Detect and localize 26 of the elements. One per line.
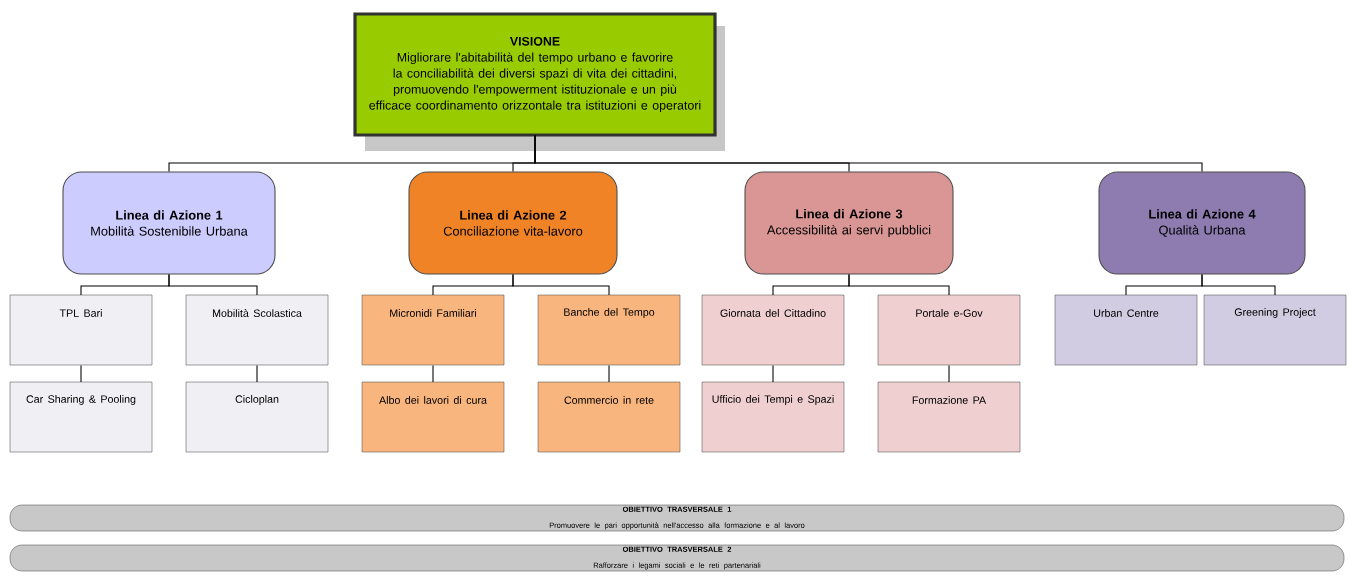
project-box: Greening Project bbox=[1203, 294, 1347, 366]
project-box: Cicloplan bbox=[185, 381, 329, 453]
project-box: Albo dei lavori di cura bbox=[361, 381, 505, 453]
connector bbox=[256, 365, 258, 383]
connector bbox=[534, 134, 1203, 172]
connector bbox=[948, 365, 950, 383]
connector bbox=[168, 274, 258, 296]
project-box: Ufficio dei Tempi e Spazi bbox=[701, 381, 845, 453]
project-box: Portale e-Gov bbox=[877, 294, 1021, 366]
connector bbox=[608, 365, 610, 383]
connector bbox=[432, 365, 434, 383]
project-box: Banche del Tempo bbox=[537, 294, 681, 366]
connector bbox=[848, 274, 950, 296]
connector bbox=[772, 365, 774, 383]
project-box: TPL Bari bbox=[9, 294, 153, 366]
project-box: Formazione PA bbox=[877, 381, 1021, 453]
project-box: Commercio in rete bbox=[537, 381, 681, 453]
project-box: Micronidi Familiari bbox=[361, 294, 505, 366]
project-box: Urban Centre bbox=[1054, 294, 1198, 366]
vision-box: VISIONE Migliorare l'abitabilità del tempo urbano e favorire la conciliabilità dei diversi spazi di vita dei cittadini, promuovendo l'empowerment istituzionale e un più efficace coordinamento orizzontale tra istituzioni e operatori bbox=[353, 12, 725, 151]
connector bbox=[1201, 274, 1276, 296]
project-box: Mobilità Scolastica bbox=[185, 294, 329, 366]
connector bbox=[80, 365, 82, 383]
project-box: Car Sharing & Pooling bbox=[9, 381, 153, 453]
project-box: Giornata del Cittadino bbox=[701, 294, 845, 366]
connector bbox=[512, 274, 610, 296]
